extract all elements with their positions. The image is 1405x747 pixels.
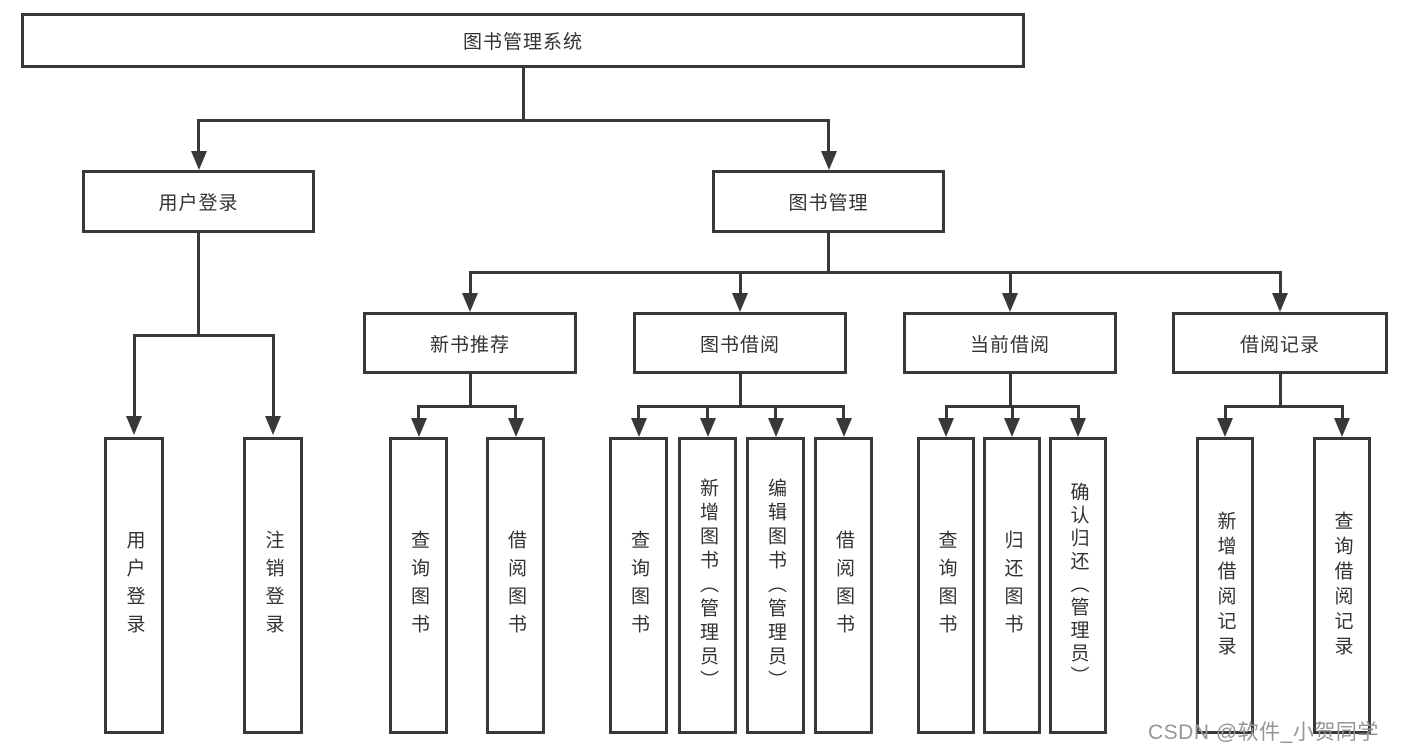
arrow-to-query-book-current xyxy=(938,418,954,437)
leaf-add-borrow-record-label: 新增借阅记录 xyxy=(1214,510,1236,661)
leaf-confirm-return-admin: 确认归还（管理员） xyxy=(1049,437,1107,734)
node-library-system: 图书管理系统 xyxy=(21,13,1025,68)
connector-current-arm-1 xyxy=(944,406,948,420)
connector-record-arm-2 xyxy=(1340,406,1344,420)
connector-root-stem xyxy=(521,68,525,121)
connector-record-arm-1 xyxy=(1223,406,1227,420)
connector-borrow-arm-4 xyxy=(842,406,845,420)
connector-level3-stem-2 xyxy=(738,272,742,296)
connector-level3-stem-4 xyxy=(1278,272,1282,296)
arrow-to-new-book-recommend xyxy=(462,293,478,312)
connector-level3-stem-3 xyxy=(1008,272,1012,296)
node-user-login-label: 用户登录 xyxy=(158,193,239,214)
leaf-return-book-label: 归还图书 xyxy=(1001,529,1023,642)
node-library-system-label: 图书管理系统 xyxy=(462,32,583,53)
leaf-user-login-label: 用户登录 xyxy=(123,529,145,642)
node-book-management: 图书管理 xyxy=(712,170,945,233)
connector-borrow-arm-1 xyxy=(637,406,640,420)
arrow-to-query-book-newrec xyxy=(410,418,427,437)
leaf-query-borrow-record: 查询借阅记录 xyxy=(1313,437,1371,734)
leaf-return-book: 归还图书 xyxy=(983,437,1041,734)
arrow-to-book-borrowing xyxy=(732,293,748,312)
leaf-logout: 注销登录 xyxy=(243,437,303,734)
node-borrowing-records-label: 借阅记录 xyxy=(1239,334,1320,356)
connector-level2-branch xyxy=(197,118,830,122)
leaf-logout-label: 注销登录 xyxy=(262,529,284,642)
arrow-to-query-book-borrow xyxy=(630,418,647,437)
connector-current-stem xyxy=(1008,374,1012,407)
connector-current-arm-3 xyxy=(1076,406,1080,420)
connector-user-login-stem xyxy=(197,233,200,337)
arrow-to-book-mgmt xyxy=(820,151,837,170)
arrow-to-confirm-return-admin xyxy=(1070,418,1086,437)
leaf-query-book-current-label: 查询图书 xyxy=(935,529,957,642)
arrow-to-borrowing-records xyxy=(1272,293,1288,312)
arrow-to-add-borrow-record xyxy=(1217,418,1233,437)
arrow-to-leaf-user-login xyxy=(126,416,142,435)
connector-newrec-branch xyxy=(417,404,517,408)
node-current-borrowing-label: 当前借阅 xyxy=(969,334,1050,356)
connector-level3-branch xyxy=(468,270,1282,274)
arrow-to-user-login xyxy=(190,151,207,170)
leaf-query-book-newrec-label: 查询图书 xyxy=(408,529,429,642)
leaf-query-book-current: 查询图书 xyxy=(917,437,975,734)
connector-record-branch xyxy=(1223,404,1344,408)
node-book-borrowing: 图书借阅 xyxy=(633,312,847,374)
connector-newrec-stem xyxy=(468,374,472,407)
leaf-add-book-admin-label: 新增图书（管理员） xyxy=(697,477,718,694)
node-new-book-recommend: 新书推荐 xyxy=(363,312,577,374)
leaf-user-login: 用户登录 xyxy=(104,437,164,734)
node-borrowing-records: 借阅记录 xyxy=(1172,312,1388,374)
leaf-borrow-book-borrow-label: 借阅图书 xyxy=(833,529,854,642)
connector-current-arm-2 xyxy=(1010,406,1014,420)
node-book-management-label: 图书管理 xyxy=(788,193,869,214)
leaf-query-borrow-record-label: 查询借阅记录 xyxy=(1331,510,1353,661)
connector-borrow-arm-2 xyxy=(706,406,709,420)
leaf-query-book-borrow-label: 查询图书 xyxy=(628,529,649,642)
leaf-edit-book-admin: 编辑图书（管理员） xyxy=(746,437,805,734)
connector-borrow-branch xyxy=(637,404,845,408)
arrow-to-leaf-logout xyxy=(265,416,281,435)
arrow-to-query-borrow-record xyxy=(1334,418,1350,437)
node-user-login: 用户登录 xyxy=(82,170,315,233)
arrow-to-current-borrowing xyxy=(1002,293,1018,312)
connector-user-login-arm-left xyxy=(132,335,136,418)
arrow-to-edit-book-admin xyxy=(767,418,784,437)
connector-newrec-arm-1 xyxy=(417,406,420,420)
leaf-edit-book-admin-label: 编辑图书（管理员） xyxy=(765,477,786,694)
leaf-query-book-borrow: 查询图书 xyxy=(609,437,668,734)
leaf-borrow-book-borrow: 借阅图书 xyxy=(814,437,873,734)
leaf-add-book-admin: 新增图书（管理员） xyxy=(678,437,737,734)
connector-level3-stem-1 xyxy=(468,272,472,296)
connector-book-mgmt-stem xyxy=(827,233,830,273)
csdn-watermark: CSDN @软件_小贺同学 xyxy=(1148,721,1379,744)
arrow-to-borrow-book-newrec xyxy=(507,418,524,437)
arrow-to-borrow-book-borrow xyxy=(835,418,852,437)
connector-level2-stem-left xyxy=(197,120,200,154)
connector-level2-stem-right xyxy=(827,120,830,154)
node-current-borrowing: 当前借阅 xyxy=(903,312,1117,374)
node-book-borrowing-label: 图书借阅 xyxy=(699,334,780,356)
arrow-to-return-book xyxy=(1004,418,1020,437)
connector-user-login-branch xyxy=(132,333,275,337)
leaf-confirm-return-admin-label: 确认归还（管理员） xyxy=(1067,482,1089,689)
leaf-add-borrow-record: 新增借阅记录 xyxy=(1196,437,1254,734)
connector-user-login-arm-right xyxy=(271,335,275,418)
connector-borrow-stem xyxy=(738,374,742,407)
leaf-borrow-book-newrec-label: 借阅图书 xyxy=(505,529,526,642)
connector-record-stem xyxy=(1278,374,1282,407)
leaf-query-book-newrec: 查询图书 xyxy=(389,437,448,734)
connector-borrow-arm-3 xyxy=(774,406,777,420)
leaf-borrow-book-newrec: 借阅图书 xyxy=(486,437,545,734)
connector-newrec-arm-2 xyxy=(514,406,517,420)
node-new-book-recommend-label: 新书推荐 xyxy=(429,334,510,356)
arrow-to-add-book-admin xyxy=(699,418,716,437)
